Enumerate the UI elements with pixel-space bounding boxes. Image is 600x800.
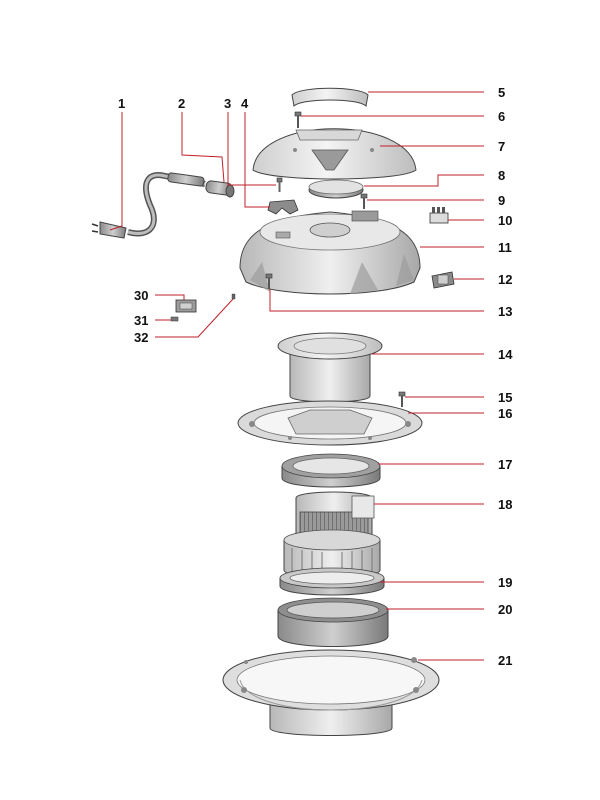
- callout-14: 14: [498, 347, 513, 362]
- rocker-switch: [431, 271, 455, 289]
- gasket-ring: [281, 453, 381, 488]
- switch-part-10: [429, 207, 449, 224]
- screw-part-9: [360, 193, 368, 209]
- callout-9: 9: [498, 193, 505, 208]
- motor: [283, 491, 381, 580]
- callout-7: 7: [498, 139, 505, 154]
- cord-bushing: [205, 180, 235, 198]
- base-bowl: [222, 649, 440, 736]
- callout-12: 12: [498, 272, 512, 287]
- screw-part-13: [265, 273, 273, 289]
- leader-2: [181, 112, 225, 183]
- callout-6: 6: [498, 109, 505, 124]
- leader-8: [364, 174, 484, 187]
- callout-32: 32: [134, 330, 148, 345]
- handle: [291, 87, 369, 108]
- pin-part-32: [231, 293, 236, 300]
- callout-17: 17: [498, 457, 512, 472]
- lower-ring: [279, 567, 385, 596]
- callout-1: 1: [118, 96, 125, 111]
- leader-lines: [109, 91, 484, 661]
- screw-part-6: [294, 111, 302, 128]
- callout-2: 2: [178, 96, 185, 111]
- cord-clamp: [267, 199, 299, 215]
- callout-21: 21: [498, 653, 512, 668]
- callout-19: 19: [498, 575, 512, 590]
- motor-housing: [239, 210, 421, 295]
- callout-13: 13: [498, 304, 512, 319]
- callout-30: 30: [134, 288, 148, 303]
- leader-1: [109, 112, 123, 231]
- leader-32: [155, 298, 234, 338]
- cap-disc: [308, 179, 364, 199]
- leader-30: [155, 294, 185, 300]
- callout-18: 18: [498, 497, 512, 512]
- callout-numbers: 1 2 3 4 5 6 7 8 9 10 11 12 13 14 15 16 1…: [118, 85, 513, 668]
- leader-3: [227, 112, 276, 186]
- callout-16: 16: [498, 406, 512, 421]
- callout-20: 20: [498, 602, 512, 617]
- screw-part-31: [170, 316, 179, 322]
- screw-part-15: [398, 391, 406, 407]
- callout-4: 4: [241, 96, 249, 111]
- leader-4: [244, 112, 270, 208]
- callout-5: 5: [498, 85, 505, 100]
- callout-15: 15: [498, 390, 512, 405]
- mounting-flange: [237, 400, 423, 446]
- callout-31: 31: [134, 313, 148, 328]
- callout-11: 11: [498, 240, 512, 255]
- screw-part-3: [276, 177, 283, 192]
- foam-filter: [277, 597, 389, 647]
- callout-8: 8: [498, 168, 505, 183]
- callout-10: 10: [498, 213, 512, 228]
- connector-block: [175, 299, 197, 313]
- cord-plug: [91, 221, 127, 239]
- top-cover: [252, 128, 417, 180]
- callout-3: 3: [224, 96, 231, 111]
- motor-cover-cylinder: [277, 332, 383, 403]
- leader-13: [269, 289, 484, 312]
- power-cord: [127, 172, 206, 237]
